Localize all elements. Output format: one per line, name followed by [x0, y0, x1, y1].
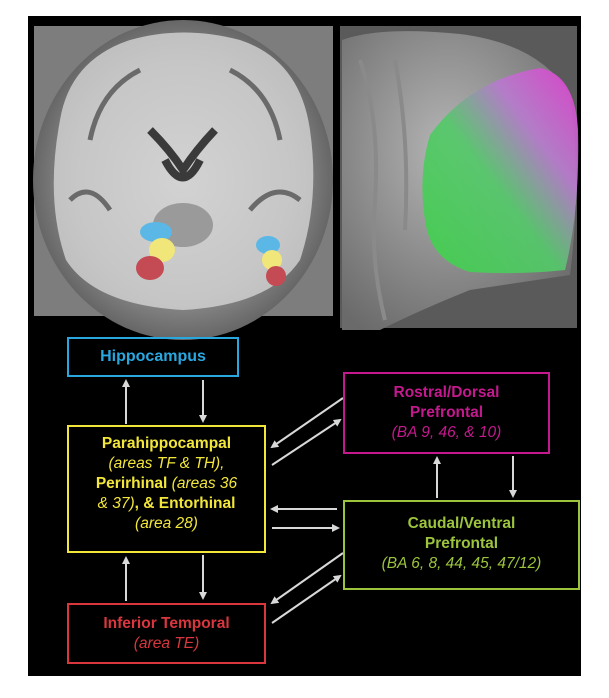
- arrow-para-to-rostral: [271, 418, 342, 466]
- inferior-temporal-box: Inferior Temporal (area TE): [67, 603, 266, 664]
- parahippocampal-box: Parahippocampal (areas TF & TH), Perirhi…: [67, 425, 266, 553]
- lateral-brain-image: [340, 26, 579, 330]
- caudal-ventral-areas: (BA 6, 8, 44, 45, 47/12): [381, 555, 542, 572]
- rostral-dorsal-prefrontal-label: Prefrontal: [409, 404, 484, 421]
- hippocampus-box: Hippocampus: [67, 337, 239, 377]
- rostral-dorsal-label: Rostral/Dorsal: [393, 384, 500, 401]
- perirhinal-areas-start: (areas 36: [171, 475, 238, 492]
- coronal-slice-image: [33, 20, 333, 340]
- caudal-ventral-label: Caudal/Ventral: [407, 515, 516, 532]
- caudal-ventral-prefrontal-label: Prefrontal: [424, 535, 499, 552]
- inferior-temporal-label: Inferior Temporal: [103, 615, 230, 632]
- inferior-temporal-area: (area TE): [133, 635, 200, 652]
- entorhinal-area: (area 28): [135, 515, 198, 532]
- arrow-inferior-to-caudal: [271, 574, 342, 624]
- hippocampus-label: Hippocampus: [100, 348, 206, 365]
- perirhinal-label: Perirhinal: [95, 475, 168, 492]
- rostral-dorsal-areas: (BA 9, 46, & 10): [391, 424, 502, 441]
- rostral-dorsal-prefrontal-box: Rostral/Dorsal Prefrontal (BA 9, 46, & 1…: [343, 372, 550, 454]
- entorhinal-label: , & Entorhinal: [134, 495, 236, 512]
- perirhinal-areas-end: & 37): [97, 495, 135, 512]
- parahippocampal-label: Parahippocampal: [101, 435, 232, 452]
- parahippocampal-areas: (areas TF & TH),: [108, 455, 225, 472]
- caudal-ventral-prefrontal-box: Caudal/Ventral Prefrontal (BA 6, 8, 44, …: [343, 500, 580, 590]
- arrow-rostral-to-para: [270, 397, 344, 449]
- arrow-caudal-to-inferior: [270, 552, 344, 605]
